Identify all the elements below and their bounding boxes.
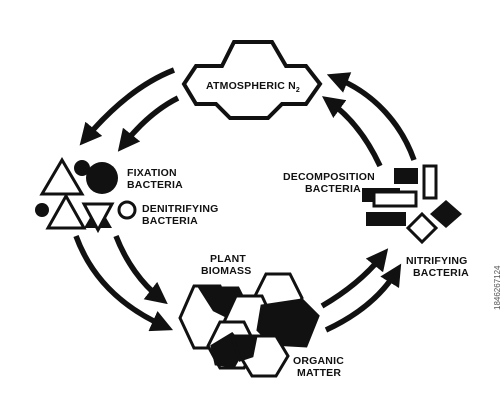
arrow-denitrifying-to-plant	[113, 235, 168, 305]
atmosphere-label: ATMOSPHERIC N2	[206, 80, 300, 94]
cloud-outline-icon	[181, 40, 323, 120]
decomposition-label: DECOMPOSITION	[283, 171, 375, 183]
decomposition-label-line2: BACTERIA	[305, 183, 361, 195]
hexagon-filled-icon	[229, 334, 258, 362]
organic-matter-label: ORGANIC	[293, 355, 344, 367]
arrow-organic-to-nitrifying	[320, 248, 389, 309]
arrow-fixation-to-plant	[73, 235, 174, 332]
biomass-cluster	[178, 272, 320, 378]
triangle-outline-icon	[45, 192, 87, 230]
bacteria-cluster-right	[362, 164, 462, 245]
stock-id-text: 1846267124	[493, 265, 500, 311]
arrow-nitrifying-to-atmosphere	[326, 72, 417, 161]
organic-matter-label-line2: MATTER	[297, 367, 341, 379]
rod-filled-icon	[394, 168, 418, 184]
nitrifying-label: NITRIFYING	[406, 255, 468, 267]
circle-filled-icon	[35, 203, 49, 217]
plant-biomass-label: PLANT	[210, 253, 246, 265]
denitrifying-label: DENITRIFYING	[142, 203, 219, 215]
arrow-atmosphere-to-fixation-inner	[117, 95, 180, 152]
atmosphere-cloud: ATMOSPHERIC N2	[181, 40, 323, 120]
large-circle-icon	[86, 162, 118, 194]
diamond-outline-icon	[405, 211, 439, 245]
circle-outline-icon	[117, 200, 137, 220]
plant-biomass-label-line2: BIOMASS	[201, 265, 251, 277]
denitrifying-label-line2: BACTERIA	[142, 215, 198, 227]
rod-filled-icon	[366, 212, 406, 226]
inverted-triangle-icon	[81, 202, 115, 234]
stock-id-strip: 1846267124	[486, 10, 500, 415]
triangle-outline-icon	[39, 157, 85, 196]
small-circle-icon	[74, 160, 90, 176]
nitrifying-label-line2: BACTERIA	[413, 267, 469, 279]
arrow-organic-to-nitrifying-lower	[324, 263, 402, 333]
fixation-label-line2: BACTERIA	[127, 179, 183, 191]
rod-outline-icon	[372, 190, 418, 208]
bacteria-cluster-left	[35, 157, 137, 234]
arrow-atmosphere-to-fixation	[79, 67, 175, 146]
diamond-filled-icon	[430, 200, 462, 228]
arrow-decomposition-to-atmosphere	[321, 96, 383, 168]
cycle-arrows	[73, 67, 417, 333]
fixation-label: FIXATION	[127, 167, 177, 179]
rod-outline-icon	[422, 164, 438, 200]
